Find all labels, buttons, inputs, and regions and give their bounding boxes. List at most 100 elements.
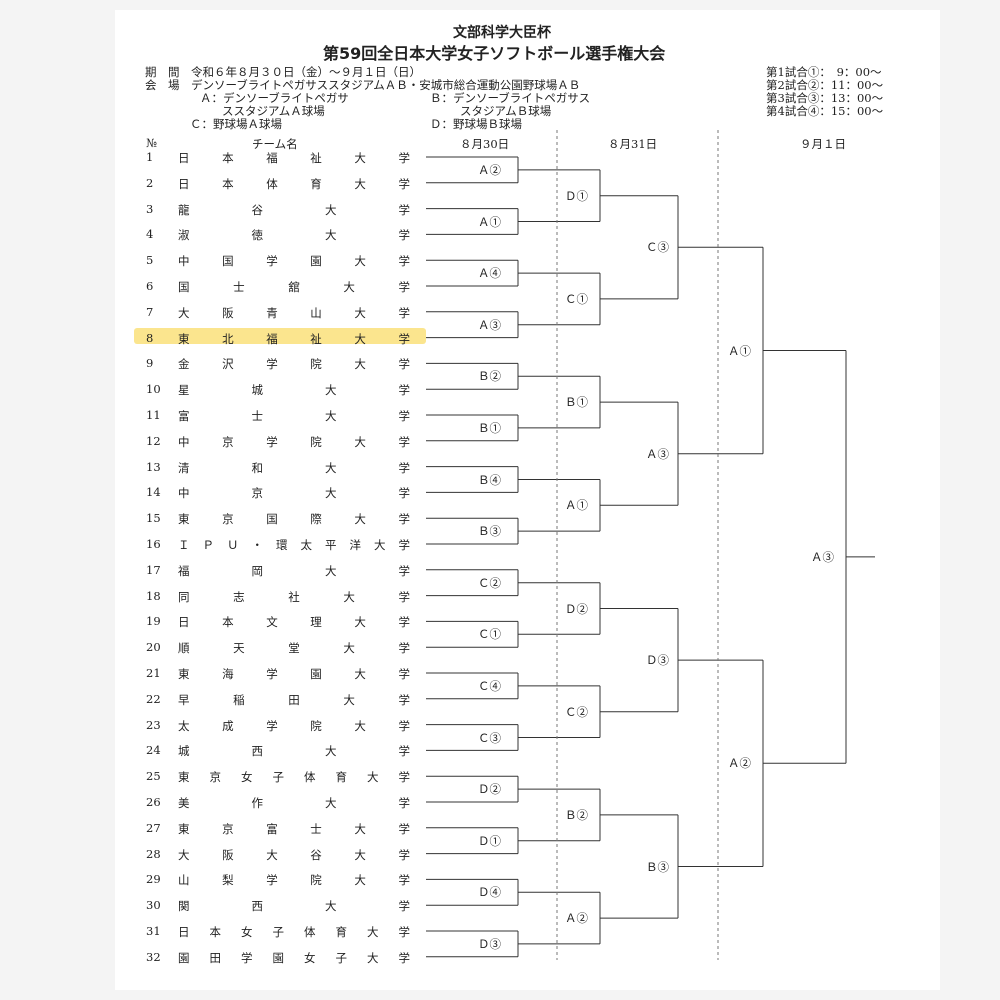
page-title: 文部科学大臣杯 — [453, 25, 551, 41]
match-label: Ａ② — [477, 161, 502, 178]
team-name: 龍谷大学 — [178, 202, 410, 217]
team-number: 27 — [146, 820, 161, 835]
tournament-name: 第59回全日本大学女子ソフトボール選手権大会 — [323, 44, 666, 63]
match-label: Ｄ② — [564, 600, 589, 617]
team-number: 28 — [146, 846, 161, 861]
team-number: 15 — [146, 511, 161, 526]
match-label: Ａ① — [727, 342, 752, 359]
match-label: Ａ① — [477, 213, 502, 230]
team-number: 19 — [146, 614, 161, 629]
team-number: 29 — [146, 872, 161, 887]
team-name: 中京学院大学 — [178, 434, 410, 449]
match-label: Ｃ① — [564, 290, 589, 307]
venue-line: 会 場 デンソーブライトペガサススタジアムＡＢ・安城市総合運動公園野球場ＡＢ — [145, 78, 581, 92]
team-name: 福岡大学 — [178, 563, 410, 578]
team-name: 城西大学 — [178, 744, 410, 759]
team-number: 14 — [146, 485, 161, 500]
team-name: 順天堂大学 — [178, 641, 410, 656]
team-number: 12 — [146, 433, 161, 448]
match-label: Ｃ② — [477, 574, 502, 591]
header-day1: ８月30日 — [460, 137, 510, 151]
match-label: Ｂ② — [564, 806, 589, 823]
team-name: 金沢学院大学 — [178, 357, 410, 372]
match-label: Ｄ③ — [645, 652, 670, 669]
team-number: 31 — [146, 924, 161, 938]
team-number: 4 — [146, 227, 154, 242]
venue-a-1: Ａ：デンソーブライトペガサ — [200, 91, 349, 105]
team-name: 大阪青山大学 — [178, 305, 410, 320]
team-name: 清和大学 — [178, 460, 410, 475]
team-name: 早稲田大学 — [178, 692, 410, 707]
match-label: Ａ① — [564, 497, 589, 514]
team-number: 7 — [146, 304, 154, 319]
team-number: 16 — [146, 537, 161, 551]
team-name: 国士舘大学 — [178, 280, 410, 294]
team-name: 富士大学 — [178, 409, 410, 423]
team-number: 30 — [146, 898, 161, 913]
match-label: Ａ③ — [477, 316, 502, 333]
header-team: チーム名 — [252, 137, 298, 151]
team-name: 日本女子体育大学 — [178, 925, 410, 939]
team-name: 美作大学 — [178, 796, 410, 810]
match-label: Ａ② — [564, 910, 589, 927]
time-slot-3: 第3試合③：13：00～ — [766, 91, 884, 105]
team-number: 8 — [146, 330, 154, 345]
match-label: Ｂ④ — [477, 471, 502, 488]
match-label: Ｂ② — [477, 368, 502, 385]
team-number: 9 — [146, 356, 154, 371]
team-number: 22 — [146, 691, 161, 706]
period-line: 期 間 令和６年８月３０日（金）～９月１日（日） — [145, 65, 421, 79]
highlight-marker — [134, 328, 426, 344]
team-name: 星城大学 — [178, 383, 410, 398]
team-name: 太成学院大学 — [178, 718, 410, 733]
team-name: 東京富士大学 — [178, 821, 410, 836]
team-name: 大阪大谷大学 — [178, 847, 410, 862]
team-name: 同志社大学 — [178, 589, 410, 604]
team-name: 関西大学 — [178, 899, 410, 914]
match-label: Ｂ① — [477, 419, 502, 436]
time-slot-4: 第4試合④：15：00～ — [766, 104, 884, 118]
team-name: 東海学園大学 — [178, 667, 410, 681]
team-name: 淑徳大学 — [178, 228, 410, 243]
team-name: 山梨学院大学 — [178, 873, 410, 888]
match-label: Ｃ③ — [477, 729, 502, 746]
bracket-sheet — [115, 10, 940, 990]
team-name: 中国学園大学 — [178, 254, 410, 269]
match-label: Ｂ① — [564, 394, 589, 411]
match-label: Ｃ① — [477, 626, 502, 643]
team-number: 26 — [146, 795, 161, 809]
match-label: Ｄ① — [564, 187, 589, 204]
team-number: 2 — [146, 175, 154, 190]
time-slot-2: 第2試合②：11：00～ — [766, 78, 884, 92]
match-label: Ｄ④ — [477, 884, 502, 901]
team-name: 園田学園女子大学 — [178, 950, 410, 965]
team-number: 23 — [146, 717, 161, 732]
header-day3: ９月１日 — [800, 137, 846, 151]
team-number: 25 — [146, 769, 161, 784]
team-number: 10 — [146, 382, 161, 397]
match-label: Ｃ③ — [645, 239, 670, 256]
team-number: 21 — [146, 666, 161, 680]
team-number: 1 — [146, 150, 154, 164]
match-label: Ｂ③ — [645, 858, 670, 875]
team-number: 13 — [146, 459, 161, 474]
team-number: 17 — [146, 562, 161, 577]
venue-d: Ｄ：野球場Ｂ球場 — [430, 117, 522, 131]
team-name: 日本福祉大学 — [178, 151, 410, 165]
match-label: Ｄ③ — [477, 935, 502, 952]
time-slot-1: 第1試合①： 9：00～ — [766, 65, 882, 79]
match-label: Ａ② — [727, 755, 752, 772]
venue-b-2: スタジアムＢ球場 — [460, 104, 552, 118]
match-label: Ｄ① — [477, 832, 502, 849]
venue-b-1: Ｂ：デンソーブライトペガサス — [430, 91, 591, 105]
match-label: Ｂ③ — [477, 523, 502, 540]
match-label: Ａ③ — [645, 445, 670, 462]
team-number: 5 — [146, 253, 154, 268]
team-name: 中京大学 — [178, 486, 410, 501]
team-number: 18 — [146, 588, 161, 603]
match-label: Ｄ② — [477, 781, 502, 798]
team-name: 東北福祉大学 — [178, 331, 410, 346]
team-number: 3 — [146, 201, 154, 216]
